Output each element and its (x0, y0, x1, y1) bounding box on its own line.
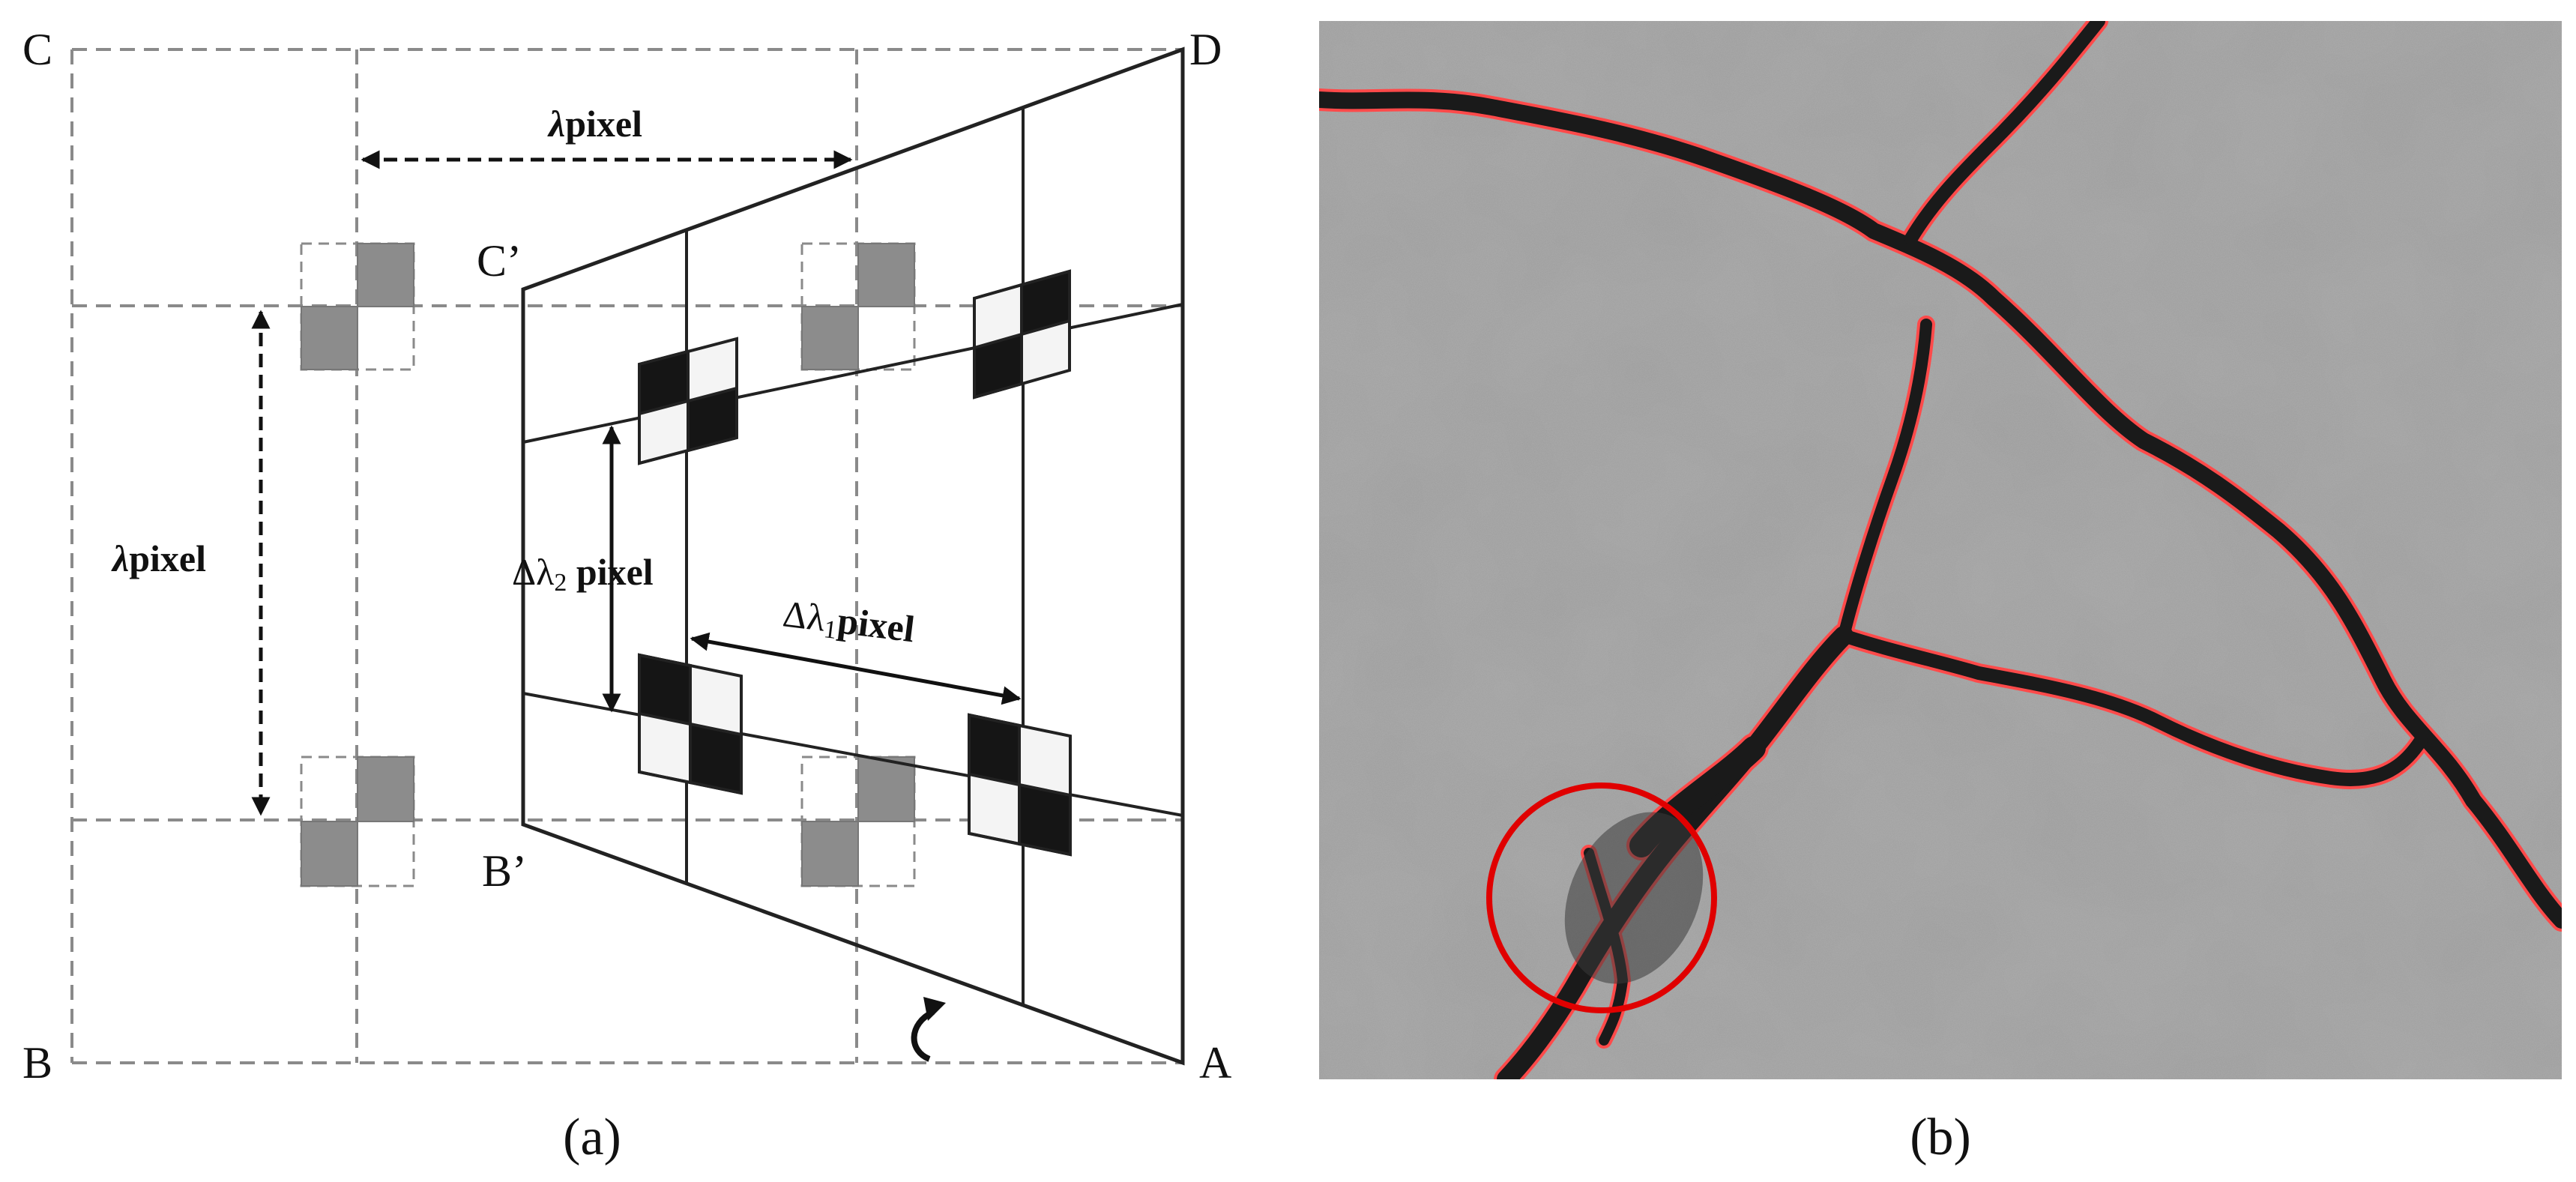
plane-target-2 (973, 269, 1071, 399)
plane-target-4 (968, 713, 1072, 857)
highlight-circle (1486, 783, 1717, 1013)
panel-a-diagram: C D B A C’ B’ λpixel λpixel Δλ2 pixel Δλ… (22, 25, 1231, 1166)
lambda-h-symbol: λ (547, 103, 565, 145)
panel-b-crack-image: (b) (1319, 21, 2562, 1166)
corner-label-c-prime: C’ (477, 236, 522, 286)
dl1-symbol: Δλ (781, 592, 828, 639)
corner-label-b: B (22, 1038, 52, 1088)
rotation-arrowhead-icon (923, 997, 946, 1021)
lambda-v-symbol: λ (111, 537, 129, 579)
lambda-v-text: pixel (129, 537, 206, 579)
lambda-vertical-label: λpixel (111, 537, 206, 579)
lambda-horizontal-label: λpixel (547, 103, 642, 145)
plane-target-3 (638, 653, 743, 795)
surface-grain (1319, 21, 2562, 1079)
dl1-subscript: 1 (822, 615, 838, 645)
dl1-text: pixel (836, 599, 917, 650)
corner-label-c: C (22, 25, 52, 74)
crack-network (1319, 21, 2562, 1079)
panel-b-caption: (b) (1910, 1109, 1971, 1166)
crack-damage-zone (1564, 812, 1704, 984)
plane-targets (638, 269, 1072, 857)
dl2-text: pixel (567, 551, 653, 593)
lambda-h-text: pixel (565, 103, 642, 145)
corner-label-b-prime: B’ (482, 846, 527, 896)
panel-a-caption: (a) (563, 1109, 621, 1166)
rotation-arrow-icon (911, 1009, 935, 1062)
delta-lambda-1-label: Δλ1pixel (780, 592, 917, 654)
corner-label-a: A (1199, 1038, 1231, 1088)
delta-lambda-1-arrow (690, 632, 1022, 705)
dl2-symbol: Δλ (512, 551, 554, 593)
ref-target-top-left (300, 242, 415, 371)
corner-label-d: D (1189, 25, 1222, 74)
dl2-subscript: 2 (554, 569, 567, 597)
ref-target-bottom-left (300, 756, 415, 887)
dimension-arrows (251, 150, 1022, 816)
plane-target-1 (638, 337, 738, 465)
ref-target-top-right (800, 242, 916, 371)
reference-targets (300, 242, 916, 887)
ref-target-bottom-right (800, 756, 916, 887)
delta-lambda-2-label: Δλ2 pixel (512, 551, 654, 597)
